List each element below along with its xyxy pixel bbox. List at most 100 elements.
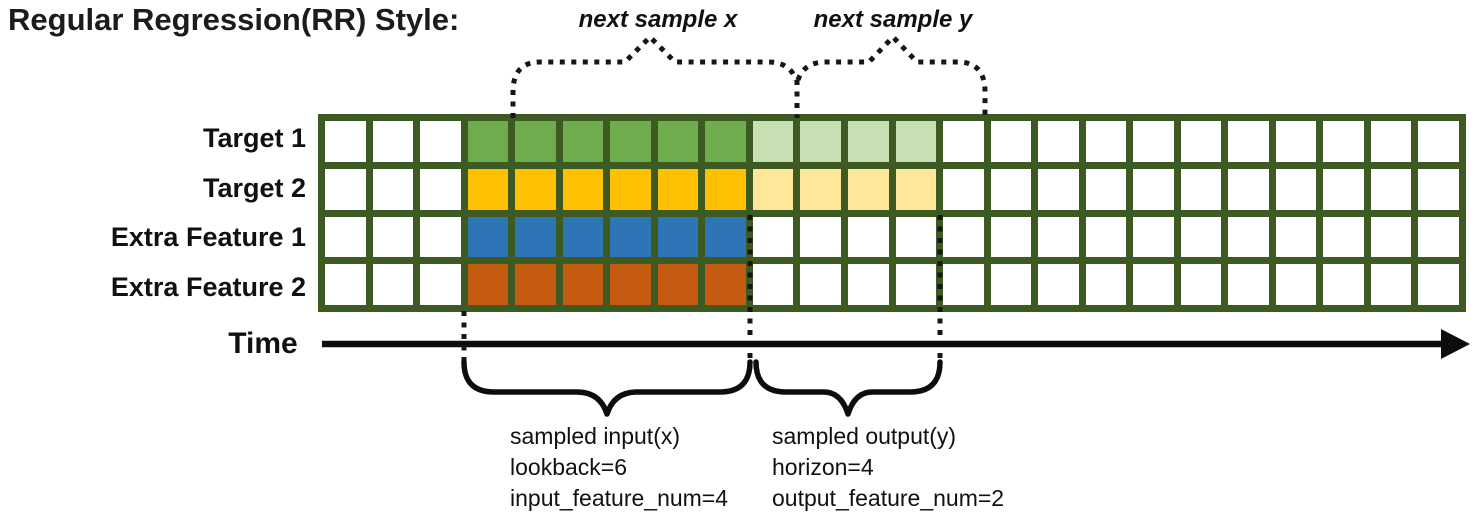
- cell-r3-c23: [1370, 216, 1412, 258]
- cell-r4-c16: [1038, 264, 1079, 305]
- cell-r4-c19: [1180, 264, 1222, 305]
- cell-r3-c3: [420, 216, 461, 258]
- cell-r3-c14: [943, 216, 984, 258]
- cell-r4-c23: [1370, 264, 1412, 305]
- cell-r1-c24: [1418, 121, 1459, 162]
- cell-r1-c9: [705, 121, 746, 162]
- horizon-value: horizon=4: [772, 454, 874, 480]
- input-feature-num: input_feature_num=4: [510, 485, 729, 511]
- cell-r3-c12: [847, 216, 889, 258]
- cell-r3-c1: [325, 216, 366, 258]
- cell-r2-c3: [420, 168, 461, 210]
- cell-r4-c21: [1275, 264, 1317, 305]
- cell-r4-c5: [515, 264, 556, 305]
- cell-r1-c10: [752, 121, 794, 162]
- lookback-value: lookback=6: [510, 454, 627, 480]
- cell-r4-c15: [990, 264, 1032, 305]
- output-feature-num: output_feature_num=2: [772, 485, 1005, 511]
- diagram-title: Regular Regression(RR) Style:: [8, 2, 460, 37]
- cell-r2-c8: [657, 168, 699, 210]
- sampled-input-brace: [461, 359, 753, 417]
- cell-r2-c24: [1418, 168, 1459, 210]
- row-label-target-2: Target 2: [202, 172, 306, 203]
- cell-r4-c12: [847, 264, 889, 305]
- cell-r1-c2: [372, 121, 414, 162]
- cell-r1-c19: [1180, 121, 1222, 162]
- cell-r2-c12: [847, 168, 889, 210]
- cell-r1-c16: [1038, 121, 1079, 162]
- cell-r2-c4: [467, 168, 509, 210]
- row-labels: Target 1 Target 2 Extra Feature 1 Extra …: [0, 114, 306, 312]
- cell-r2-c22: [1323, 168, 1364, 210]
- cell-r2-c23: [1370, 168, 1412, 210]
- cell-r1-c17: [1085, 121, 1127, 162]
- sampled-input-annotation: sampled input(x) lookback=6 input_featur…: [510, 421, 728, 514]
- next-sample-y-brace: [795, 33, 988, 118]
- cell-r2-c11: [800, 168, 841, 210]
- cell-r3-c17: [1085, 216, 1127, 258]
- cell-r2-c7: [610, 168, 651, 210]
- cell-r1-c5: [515, 121, 556, 162]
- next-sample-x-label: next sample x: [578, 6, 738, 33]
- cell-r1-c8: [657, 121, 699, 162]
- cell-r3-c20: [1228, 216, 1269, 258]
- cell-r4-c4: [467, 264, 509, 305]
- cell-r3-c9: [705, 216, 746, 258]
- cell-r1-c18: [1133, 121, 1174, 162]
- cell-r1-c20: [1228, 121, 1269, 162]
- cell-r2-c20: [1228, 168, 1269, 210]
- cell-r1-c13: [895, 121, 937, 162]
- cell-r4-c6: [562, 264, 604, 305]
- cell-r3-c22: [1323, 216, 1364, 258]
- cell-r2-c17: [1085, 168, 1127, 210]
- row-label-target-1: Target 1: [202, 123, 306, 154]
- next-sample-x-brace: [510, 33, 799, 118]
- cell-r2-c19: [1180, 168, 1222, 210]
- cell-r1-c22: [1323, 121, 1364, 162]
- time-axis-label: Time: [228, 327, 298, 360]
- cell-r2-c5: [515, 168, 556, 210]
- cell-r3-c8: [657, 216, 699, 258]
- cell-r2-c15: [990, 168, 1032, 210]
- cell-r3-c6: [562, 216, 604, 258]
- cell-r4-c24: [1418, 264, 1459, 305]
- sampled-output-brace: [753, 359, 943, 417]
- cell-r4-c18: [1133, 264, 1174, 305]
- cell-r1-c11: [800, 121, 841, 162]
- next-sample-y-label: next sample y: [813, 6, 973, 33]
- cell-r2-c21: [1275, 168, 1317, 210]
- cell-r3-c11: [800, 216, 841, 258]
- cell-r4-c11: [800, 264, 841, 305]
- cell-r4-c1: [325, 264, 366, 305]
- time-grid: [318, 114, 1466, 312]
- cell-r4-c13: [895, 264, 937, 305]
- cell-r4-c2: [372, 264, 414, 305]
- cell-r3-c10: [752, 216, 794, 258]
- cell-r3-c2: [372, 216, 414, 258]
- cell-r2-c13: [895, 168, 937, 210]
- row-label-extra-feature-2: Extra Feature 2: [110, 271, 306, 302]
- cell-r3-c7: [610, 216, 651, 258]
- cell-r1-c12: [847, 121, 889, 162]
- cell-r3-c16: [1038, 216, 1079, 258]
- time-arrow-head: [1441, 329, 1470, 359]
- cell-r3-c21: [1275, 216, 1317, 258]
- cell-r2-c10: [752, 168, 794, 210]
- cell-r3-c15: [990, 216, 1032, 258]
- cell-r4-c17: [1085, 264, 1127, 305]
- cell-r2-c16: [1038, 168, 1079, 210]
- cell-r4-c22: [1323, 264, 1364, 305]
- cell-r4-c8: [657, 264, 699, 305]
- cell-r3-c13: [895, 216, 937, 258]
- cell-r1-c6: [562, 121, 604, 162]
- sampled-output-title: sampled output(y): [772, 423, 957, 449]
- cell-r3-c4: [467, 216, 509, 258]
- cell-r4-c3: [420, 264, 461, 305]
- cell-r2-c6: [562, 168, 604, 210]
- cell-r2-c1: [325, 168, 366, 210]
- cell-r1-c4: [467, 121, 509, 162]
- cell-r1-c15: [990, 121, 1032, 162]
- cell-r4-c14: [943, 264, 984, 305]
- cell-r1-c23: [1370, 121, 1412, 162]
